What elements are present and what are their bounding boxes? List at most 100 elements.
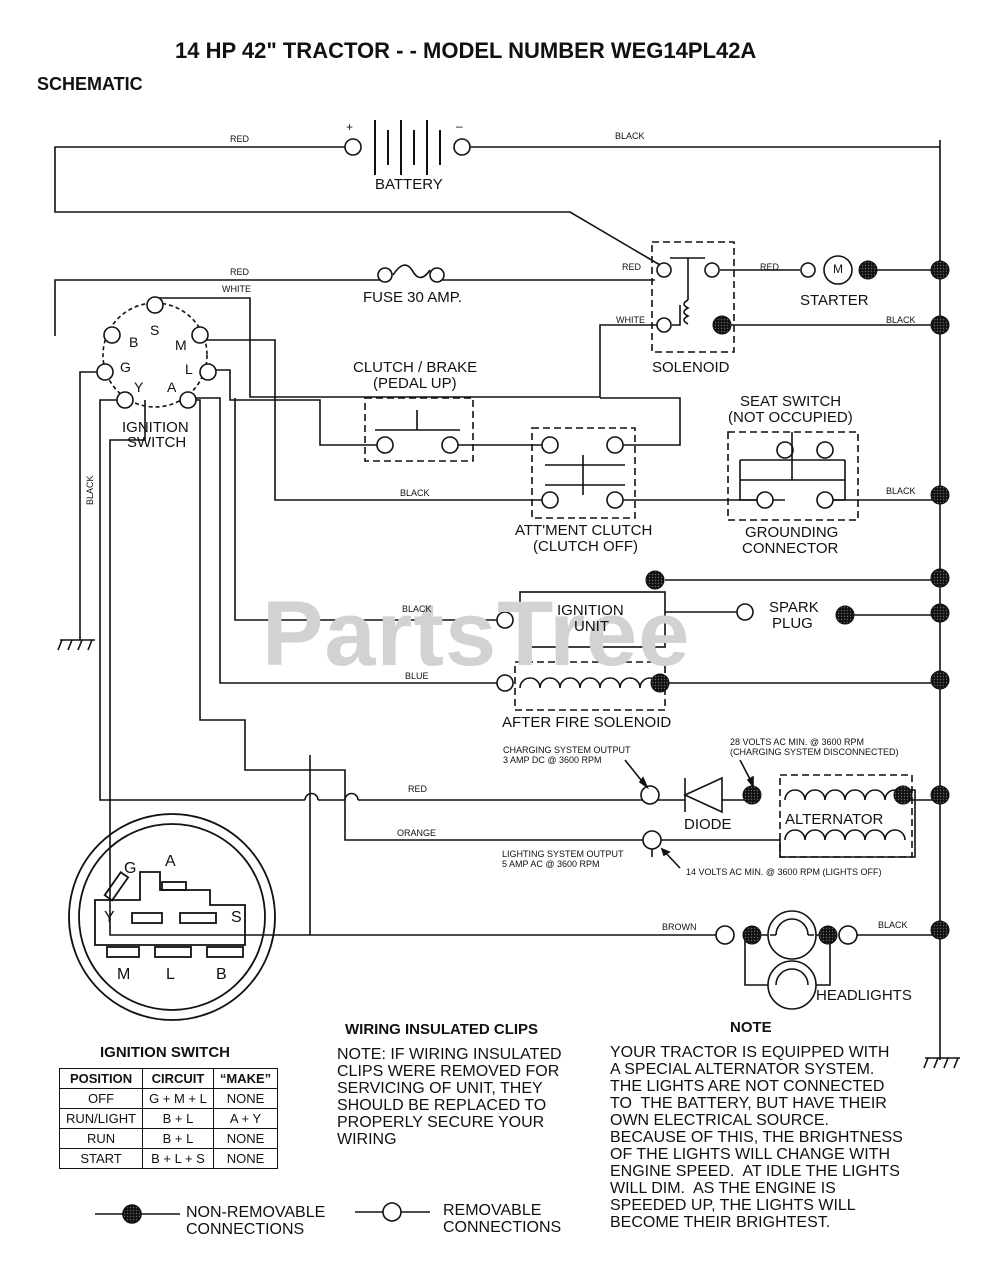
- diode-label: DIODE: [684, 816, 732, 833]
- volts-14-note: 14 VOLTS AC MIN. @ 3600 RPM (LIGHTS OFF): [686, 867, 882, 877]
- battery-positive-mark: +: [346, 120, 354, 134]
- wire-label-red: RED: [230, 134, 250, 144]
- seat-switch: [727, 431, 859, 521]
- terminal-m: M: [175, 337, 187, 353]
- note-line: TO THE BATTERY, BUT HAVE THEIR: [610, 1095, 887, 1112]
- alternator-symbol: [779, 774, 913, 858]
- diode-symbol: [624, 759, 754, 869]
- volts-28-note-2: (CHARGING SYSTEM DISCONNECTED): [730, 747, 899, 757]
- table-row: OFF G + M + L NONE: [58, 1088, 279, 1109]
- table-cell: NONE: [212, 1128, 279, 1149]
- wiring-clips-line: SHOULD BE REPLACED TO: [337, 1097, 547, 1114]
- after-fire-solenoid-label: AFTER FIRE SOLENOID: [502, 714, 672, 731]
- volts-28-note-1: 28 VOLTS AC MIN. @ 3600 RPM: [730, 737, 865, 747]
- wiring-clips-line: NOTE: IF WIRING INSULATED: [337, 1046, 562, 1063]
- note-line: SPEEDED UP, THE LIGHTS WILL: [610, 1197, 856, 1214]
- page-title: 14 HP 42" TRACTOR - - MODEL NUMBER WEG14…: [175, 38, 757, 63]
- terminal-l: L: [185, 361, 193, 377]
- lighting-output-note-2: 5 AMP AC @ 3600 RPM: [502, 859, 600, 869]
- table-header: CIRCUIT: [142, 1068, 214, 1089]
- ignition-unit-label-2: UNIT: [574, 618, 609, 635]
- ignition-unit-box: [496, 591, 754, 648]
- table-header: POSITION: [58, 1068, 144, 1089]
- wire-label-orange: ORANGE: [397, 828, 437, 838]
- ignition-switch-symbol: [96, 296, 217, 409]
- wire-label-red: RED: [230, 267, 250, 277]
- wiring-clips-line: SERVICING OF UNIT, THEY: [337, 1080, 543, 1097]
- table-cell: START: [58, 1148, 144, 1169]
- wire-label-white: WHITE: [616, 315, 645, 325]
- terminal-b: B: [129, 334, 139, 350]
- table-header: “MAKE”: [212, 1068, 279, 1089]
- legend-non-removable-2: CONNECTIONS: [186, 1221, 305, 1238]
- terminal-g: G: [120, 359, 131, 375]
- wire-label-brown: BROWN: [662, 922, 697, 932]
- after-fire-solenoid-symbol: [496, 661, 666, 711]
- wire-label-black: BLACK: [886, 486, 916, 496]
- face-terminal-s: S: [231, 909, 242, 926]
- face-terminal-m: M: [117, 966, 131, 983]
- ignition-unit-label-1: IGNITION: [557, 602, 624, 619]
- table-cell: B + L: [142, 1128, 214, 1149]
- face-terminal-y: Y: [104, 909, 115, 926]
- lighting-output-note-1: LIGHTING SYSTEM OUTPUT: [502, 849, 624, 859]
- wiring-clips-line: CLIPS WERE REMOVED FOR: [337, 1063, 560, 1080]
- attment-clutch-switch: [531, 427, 636, 519]
- clutch-brake-switch: [364, 397, 474, 462]
- wire-label-red: RED: [760, 262, 780, 272]
- wiring-clips-heading: WIRING INSULATED CLIPS: [345, 1021, 539, 1038]
- table-row: START B + L + S NONE: [58, 1148, 279, 1169]
- ignition-switch-label-1: IGNITION: [122, 419, 189, 436]
- white-wire: [155, 297, 658, 398]
- spark-plug-label-1: SPARK: [769, 599, 819, 616]
- note-line: OWN ELECTRICAL SOURCE.: [610, 1112, 829, 1129]
- table-row: RUN/LIGHT B + L A + Y: [58, 1108, 279, 1129]
- clutch-brake-label-2: (PEDAL UP): [373, 375, 457, 392]
- seat-switch-label-2: (NOT OCCUPIED): [728, 409, 853, 426]
- charging-output-note-1: CHARGING SYSTEM OUTPUT: [503, 745, 631, 755]
- table-cell: RUN/LIGHT: [58, 1108, 144, 1129]
- ignition-table-title: IGNITION SWITCH: [100, 1044, 230, 1061]
- terminal-s: S: [150, 322, 160, 338]
- note-line: BECAUSE OF THIS, THE BRIGHTNESS: [610, 1129, 903, 1146]
- grounding-connector-label-2: CONNECTOR: [742, 540, 839, 557]
- note-line: THE LIGHTS ARE NOT CONNECTED: [610, 1078, 885, 1095]
- ignition-switch-label-2: SWITCH: [127, 434, 187, 451]
- wire-label-black: BLACK: [402, 604, 432, 614]
- wire-label-red: RED: [408, 784, 428, 794]
- wire-label-black: BLACK: [886, 315, 916, 325]
- attment-clutch-label-1: ATT'MENT CLUTCH: [515, 522, 653, 539]
- wire-label-white: WHITE: [222, 284, 251, 294]
- table-row: RUN B + L NONE: [58, 1128, 279, 1149]
- watermark: PartsTree: [262, 583, 691, 685]
- table-cell: A + Y: [212, 1108, 279, 1129]
- table-cell: B + L: [142, 1108, 214, 1129]
- wiring-clips-line: PROPERLY SECURE YOUR: [337, 1114, 545, 1131]
- table-cell: NONE: [212, 1148, 279, 1169]
- table-cell: OFF: [58, 1088, 144, 1109]
- wire-label-blue: BLUE: [405, 671, 429, 681]
- solenoid-label: SOLENOID: [652, 359, 730, 376]
- table-cell: B + L + S: [142, 1148, 214, 1169]
- headlights-symbol: [715, 910, 858, 1010]
- note-line: YOUR TRACTOR IS EQUIPPED WITH: [610, 1044, 890, 1061]
- terminal-a: A: [167, 379, 177, 395]
- wire-label-black: BLACK: [85, 475, 95, 505]
- headlights-label: HEADLIGHTS: [816, 987, 912, 1004]
- legend-non-removable-1: NON-REMOVABLE: [186, 1204, 326, 1221]
- note-line: A SPECIAL ALTERNATOR SYSTEM.: [610, 1061, 875, 1078]
- grounding-connector-label-1: GROUNDING: [745, 524, 839, 541]
- attment-clutch-label-2: (CLUTCH OFF): [533, 538, 638, 555]
- legend-symbols: [95, 1202, 430, 1224]
- wire-label-red: RED: [622, 262, 642, 272]
- wire-label-black: BLACK: [400, 488, 430, 498]
- black-left-ground: [79, 371, 105, 640]
- red-fuse-wire: [54, 279, 385, 336]
- wire-label-black: BLACK: [615, 131, 645, 141]
- table-cell: NONE: [212, 1088, 279, 1109]
- terminal-y: Y: [134, 379, 144, 395]
- face-terminal-b: B: [216, 966, 227, 983]
- fuse-label: FUSE 30 AMP.: [363, 289, 462, 306]
- table-cell: G + M + L: [142, 1088, 214, 1109]
- section-heading: SCHEMATIC: [37, 74, 143, 94]
